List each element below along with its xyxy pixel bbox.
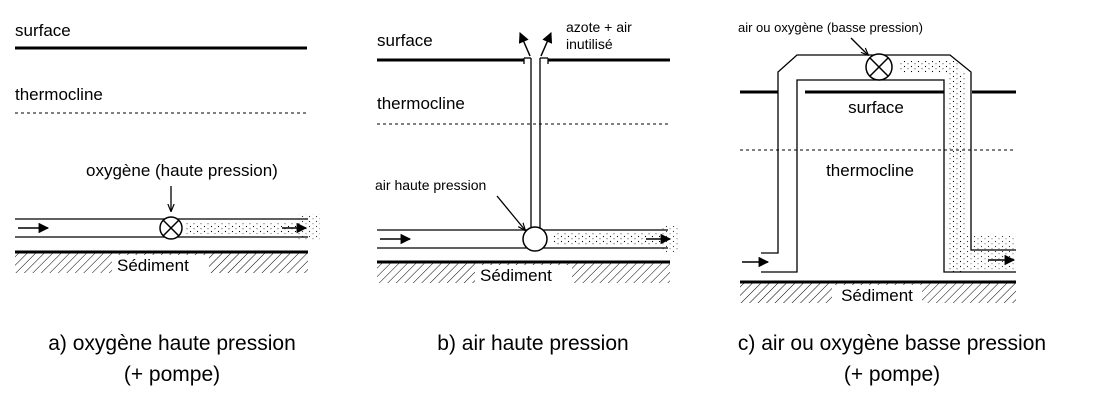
thermocline-label: thermocline	[826, 161, 914, 180]
sediment-label: Sédiment	[841, 286, 913, 305]
pipe	[377, 226, 680, 252]
caption-c-line2: (+ pompe)	[844, 363, 940, 386]
surface-label: surface	[848, 98, 904, 117]
surface-label: surface	[15, 21, 71, 40]
bubble-stream	[552, 233, 662, 245]
valve	[865, 53, 893, 81]
panel-c: air ou oxygène (basse pression) surface …	[738, 20, 1046, 386]
bubble-stream	[947, 72, 967, 272]
valve	[159, 216, 183, 240]
caption-a-line1: a) oxygène haute pression	[48, 332, 296, 355]
exhaust-arrow-right	[540, 32, 553, 57]
surface-label: surface	[377, 31, 433, 50]
gas-injection-arrow	[850, 37, 868, 55]
gas-label: air ou oxygène (basse pression)	[738, 20, 923, 35]
bubble-stream	[186, 222, 302, 234]
exhaust-label-line1: azote + air	[566, 19, 632, 35]
u-pipe	[742, 54, 1016, 273]
exhaust-label-line2: inutilisé	[566, 36, 613, 52]
pipe	[15, 214, 320, 240]
thermocline-label: thermocline	[15, 85, 103, 104]
exhaust-arrow-left	[518, 32, 531, 57]
panel-a: surface thermocline oxygène (haute press…	[15, 21, 320, 386]
panel-b: surface thermocline azote + air inutilis…	[375, 19, 680, 355]
sediment-label: Sédiment	[117, 256, 189, 275]
caption-a-line2: (+ pompe)	[124, 363, 220, 386]
caption-b-line1: b) air haute pression	[437, 332, 628, 355]
gas-injection-arrow	[496, 195, 525, 230]
gas-label: oxygène (haute pression)	[86, 161, 278, 180]
gas-label: air haute pression	[375, 177, 486, 193]
sediment-label: Sédiment	[480, 266, 552, 285]
thermocline-label: thermocline	[377, 94, 465, 113]
diffuser-chamber	[522, 226, 548, 252]
vertical-pipe	[523, 57, 549, 228]
caption-c-line1: c) air ou oxygène basse pression	[738, 332, 1046, 355]
